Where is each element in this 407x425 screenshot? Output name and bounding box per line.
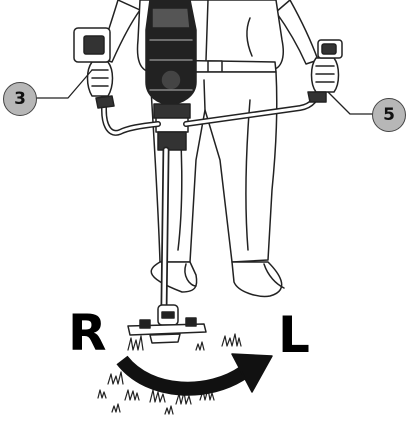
callout-5: 5 <box>372 98 406 132</box>
direction-start-label: R <box>68 308 107 358</box>
leader-line-5 <box>328 92 373 114</box>
shaft <box>164 150 166 305</box>
cutting-head <box>128 305 206 343</box>
grass <box>98 334 241 414</box>
direction-end-label: L <box>278 310 310 360</box>
left-grip <box>74 28 114 108</box>
leader-line-3 <box>37 70 92 98</box>
operator-figure <box>100 0 318 296</box>
direction-arrow <box>122 354 272 392</box>
callout-3: 3 <box>3 82 37 116</box>
callout-3-number: 3 <box>14 89 26 109</box>
callout-5-number: 5 <box>383 105 395 125</box>
